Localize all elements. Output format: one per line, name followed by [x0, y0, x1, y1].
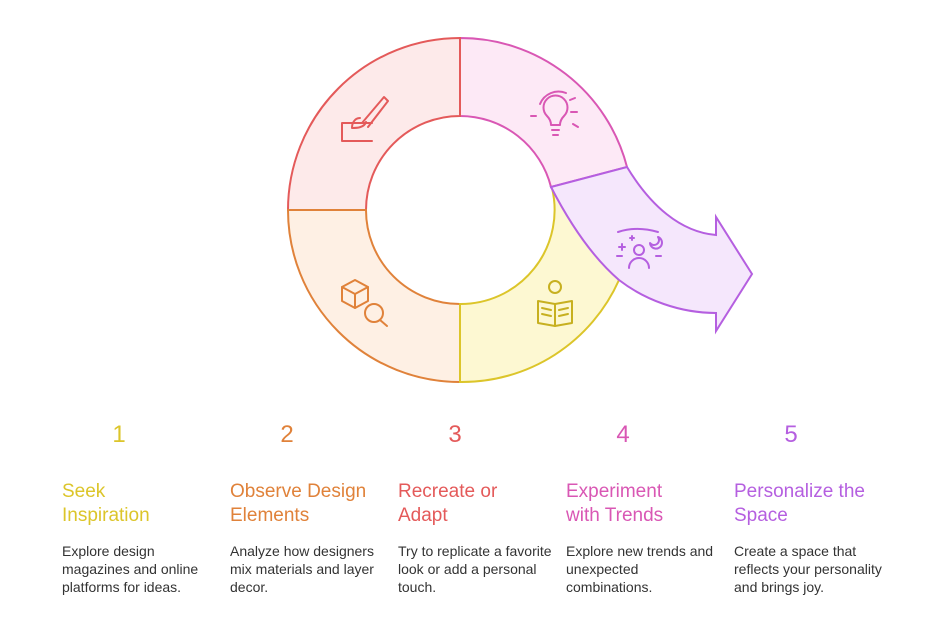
- step-description: Explore design magazines and online plat…: [62, 543, 199, 595]
- photo-frame-icon: [341, 96, 389, 142]
- cycle-diagram: [286, 36, 754, 384]
- step-observe-design-elements: 2 Observe Design Elements Analyze how de…: [230, 420, 390, 596]
- step-number: 3: [448, 421, 462, 448]
- segment-bottom-left: [286, 209, 461, 384]
- step-recreate-or-adapt: 3 Recreate or Adapt Try to replicate a f…: [398, 420, 558, 596]
- step-title: Personalize the Space: [734, 481, 865, 526]
- step-description: Try to replicate a favorite look or add …: [398, 543, 552, 595]
- arrow-segment: [549, 165, 754, 335]
- step-number: 5: [784, 421, 798, 448]
- bulb-icon: [530, 90, 579, 136]
- step-experiment-with-trends: 4 Experiment with Trends Explore new tre…: [566, 420, 726, 596]
- person-stars-icon: [616, 228, 663, 269]
- reading-book-icon: [537, 280, 573, 327]
- step-description: Analyze how designers mix materials and …: [230, 543, 374, 595]
- step-title: Observe Design Elements: [230, 481, 367, 526]
- segment-top-left: [286, 36, 461, 211]
- step-description: Explore new trends and unexpected combin…: [566, 543, 714, 595]
- cube-search-icon: [341, 279, 388, 327]
- step-title: Experiment with Trends: [566, 481, 664, 526]
- step-description: Create a space that reflects your person…: [734, 543, 882, 595]
- step-title: Seek Inspiration: [62, 481, 150, 526]
- step-number: 1: [112, 421, 126, 448]
- step-title: Recreate or Adapt: [398, 481, 498, 526]
- step-seek-inspiration: 1 Seek Inspiration Explore design magazi…: [62, 420, 222, 596]
- step-personalize-the-space: 5 Personalize the Space Create a space t…: [734, 420, 894, 596]
- step-number: 4: [616, 421, 630, 448]
- step-number: 2: [280, 421, 294, 448]
